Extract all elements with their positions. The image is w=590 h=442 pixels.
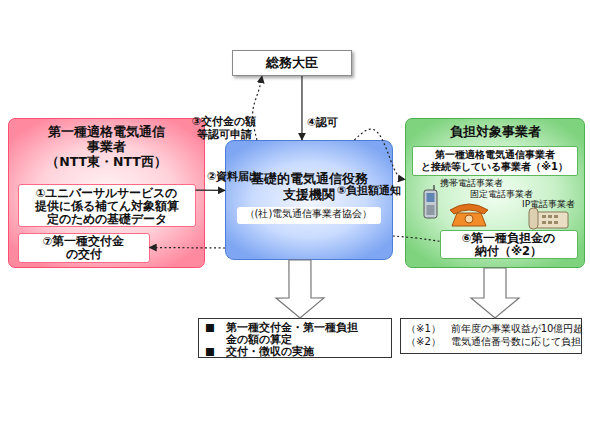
node-label: （※1） 前年度の事業収益が10億円超 bbox=[406, 322, 579, 335]
authority-box: 総務大臣 bbox=[232, 50, 352, 76]
grant-box: ⑦第一種交付金 の交付 bbox=[18, 233, 150, 263]
edge-label: ②資料届出 bbox=[207, 170, 269, 183]
node-label: ■ 交付・徴収の実施 bbox=[205, 345, 389, 357]
node-label: （(社)電気通信事業者協会） bbox=[239, 208, 379, 220]
phone-handset bbox=[529, 208, 538, 229]
edge-label-text: ⑤負担額通知 bbox=[337, 184, 409, 197]
block-arrow bbox=[276, 260, 324, 318]
phone-body bbox=[424, 190, 437, 218]
carrier-label: 固定電話事業者 bbox=[470, 189, 533, 200]
phone-key bbox=[542, 215, 546, 218]
association-box: （(社)電気通信事業者協会） bbox=[237, 207, 381, 224]
edge-label-text: ④認可 bbox=[307, 116, 347, 129]
flow-arrow bbox=[301, 76, 302, 140]
node-label: ■ 第一種交付金・第一種負担 金の額の算定 bbox=[205, 321, 389, 345]
node-label: 第一種適格電気通信事業者 と接続等している事業者（※1） bbox=[415, 149, 575, 173]
phone-key bbox=[548, 215, 552, 218]
node-label: ①ユニバーサルサービスの 提供に係る補てん対象額算 定のための基礎データ bbox=[21, 187, 193, 227]
phone-dial bbox=[465, 215, 473, 223]
node-label: ⑥第一種負担金の 納付（※2） bbox=[443, 232, 575, 258]
node-label: （NTT東・NTT西） bbox=[37, 154, 177, 169]
node-heading: 第一種適格電気通信 事業者 bbox=[37, 124, 177, 154]
note-box: （※1） 前年度の事業収益が10億円超（※2） 電気通信番号数に応じて負担 bbox=[400, 318, 582, 354]
task-box: ■ 第一種交付金・第一種負担 金の額の算定■ 交付・徴収の実施 bbox=[198, 318, 392, 358]
phone-key bbox=[554, 215, 558, 218]
carrier-label: 携帯電話事業者 bbox=[440, 178, 503, 189]
edge-label: ⑤負担額通知 bbox=[337, 184, 409, 197]
provider-panel: 第一種適格電気通信 事業者（NTT東・NTT西） ①ユニバーサルサービスの 提供に… bbox=[8, 118, 205, 268]
phone-key bbox=[554, 221, 558, 224]
edge-label: ④認可 bbox=[307, 116, 347, 129]
payment-box: ⑥第一種負担金の 納付（※2） bbox=[440, 230, 578, 259]
phone-screen bbox=[427, 193, 435, 202]
support-agency-box: 基礎的電気通信役務 支援機関（(社)電気通信事業者協会） bbox=[225, 140, 393, 260]
phone-body bbox=[536, 212, 568, 228]
edge-label-text: ②資料届出 bbox=[207, 170, 269, 183]
fixed-phone-icon bbox=[450, 204, 488, 226]
node-label: （※2） 電気通信番号数に応じて負担 bbox=[406, 335, 579, 348]
edge-label-text: ③交付金の額 等認可申請 bbox=[184, 115, 264, 141]
node-label: 負担対象事業者 bbox=[408, 124, 582, 139]
node-label: 総務大臣 bbox=[235, 55, 349, 71]
dotted-arrow bbox=[253, 76, 262, 140]
edge-label: ③交付金の額 等認可申請 bbox=[184, 115, 264, 141]
phone-base bbox=[452, 213, 486, 226]
phone-key bbox=[542, 221, 546, 224]
block-arrow bbox=[471, 268, 519, 318]
data-box: ①ユニバーサルサービスの 提供に係る補てん対象額算 定のための基礎データ bbox=[18, 184, 196, 228]
connected-carriers-box: 第一種適格電気通信事業者 と接続等している事業者（※1） bbox=[412, 146, 578, 176]
phone-keys bbox=[427, 205, 435, 215]
node-label: ⑦第一種交付金 の交付 bbox=[21, 235, 147, 261]
phone-key bbox=[548, 221, 552, 224]
carrier-label: IP電話事業者 bbox=[522, 199, 575, 210]
mobile-phone-icon bbox=[424, 185, 437, 218]
